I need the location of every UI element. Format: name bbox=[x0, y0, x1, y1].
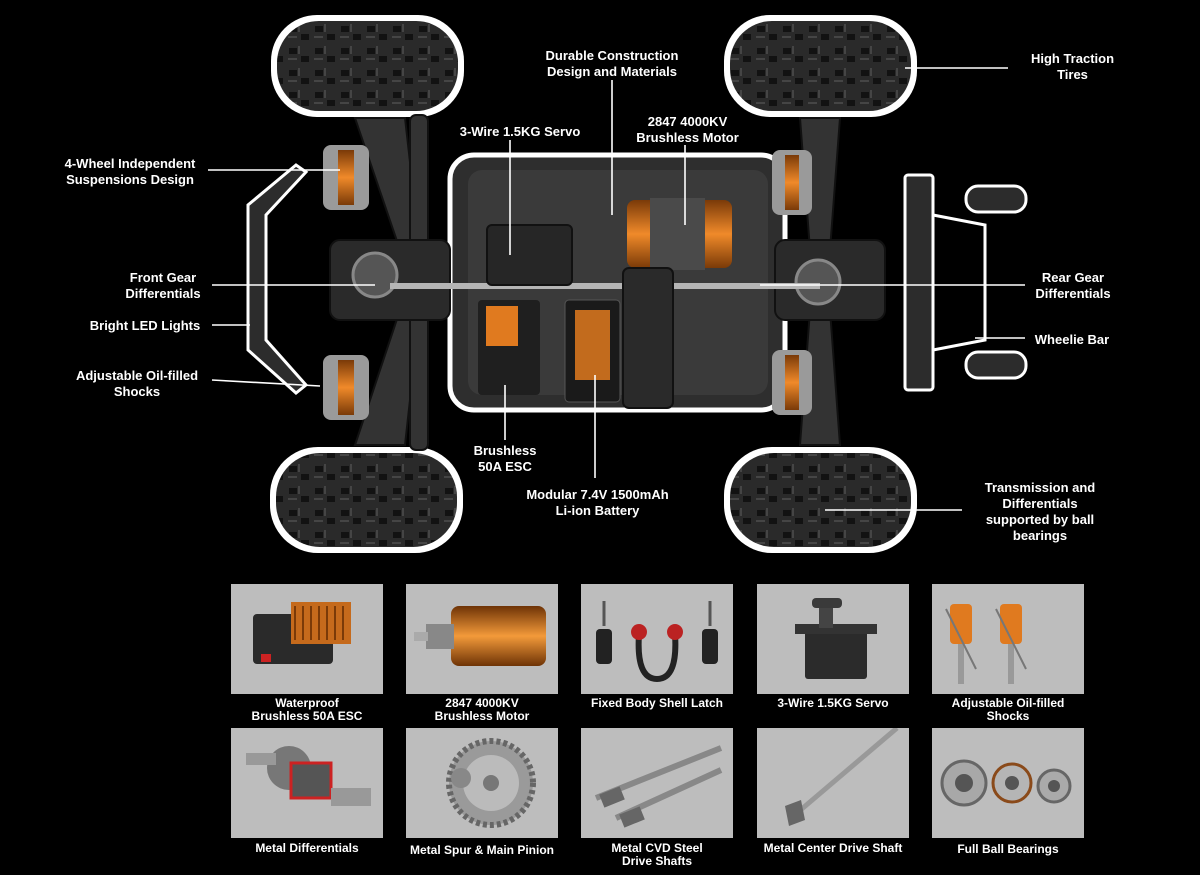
center-drive-shaft bbox=[390, 283, 820, 289]
battery bbox=[564, 299, 621, 403]
part-caption: Adjustable Oil-filled Shocks bbox=[951, 696, 1065, 723]
part-caption: Metal Center Drive Shaft bbox=[763, 841, 903, 855]
part-tile-center-shaft bbox=[757, 728, 909, 838]
gear-icon bbox=[446, 738, 536, 828]
part-caption: Metal CVD Steel Drive Shafts bbox=[611, 841, 703, 868]
callout-battery: Modular 7.4V 1500mAh Li-ion Battery bbox=[526, 487, 669, 518]
motor-icon bbox=[414, 606, 546, 666]
latch-icon bbox=[596, 601, 718, 683]
front-differential bbox=[351, 251, 399, 299]
wheelie-bar bbox=[903, 173, 1028, 392]
part-caption: Waterproof Brushless 50A ESC bbox=[251, 696, 363, 723]
part-tile-bearings bbox=[932, 728, 1084, 838]
part-caption: Metal Differentials bbox=[255, 841, 359, 855]
servo-icon bbox=[795, 598, 877, 679]
callout-rear-differentials: Rear Gear Differentials bbox=[1035, 270, 1111, 301]
differential-icon bbox=[246, 746, 371, 806]
callout-esc: Brushless 50A ESC bbox=[473, 443, 537, 474]
tire-rear-left bbox=[724, 15, 917, 117]
esc bbox=[478, 300, 540, 395]
callout-wheelie-bar: Wheelie Bar bbox=[1034, 332, 1110, 347]
part-tile-latch bbox=[581, 584, 733, 694]
part-tile-differentials bbox=[231, 728, 383, 838]
part-tile-shocks bbox=[932, 584, 1084, 694]
part-tile-spur-pinion bbox=[406, 728, 558, 838]
tire-front-right bbox=[270, 447, 463, 553]
callout-led-lights: Bright LED Lights bbox=[89, 318, 201, 333]
part-tile-servo bbox=[757, 584, 909, 694]
motor bbox=[627, 198, 732, 270]
callout-leaders bbox=[208, 67, 1025, 511]
rear-differential bbox=[794, 258, 842, 306]
shocks-icon bbox=[945, 604, 1027, 684]
part-caption: 2847 4000KV Brushless Motor bbox=[434, 696, 530, 723]
shock-rear-bottom bbox=[772, 350, 812, 415]
part-tile-esc bbox=[231, 584, 383, 694]
part-caption: 3-Wire 1.5KG Servo bbox=[777, 696, 889, 710]
esc-icon bbox=[253, 602, 351, 664]
callout-high-traction-tires: High Traction Tires bbox=[1030, 51, 1115, 82]
tire-front-left bbox=[271, 15, 464, 117]
callout-transmission: Transmission and Differentials supported… bbox=[984, 480, 1096, 543]
callout-suspension: 4-Wheel Independent Suspensions Design bbox=[64, 156, 196, 187]
part-caption: Metal Spur & Main Pinion bbox=[409, 843, 554, 857]
callout-motor: 2847 4000KV Brushless Motor bbox=[636, 114, 739, 145]
battery-latch bbox=[622, 267, 674, 409]
servo bbox=[486, 224, 573, 286]
shock-front-bottom bbox=[323, 355, 369, 420]
shock-front-top bbox=[323, 145, 369, 210]
chassis-diagram bbox=[208, 15, 1028, 553]
rear-suspension bbox=[774, 117, 886, 446]
callout-servo: 3-Wire 1.5KG Servo bbox=[459, 124, 581, 139]
callout-durable-construction: Durable Construction Design and Material… bbox=[545, 48, 679, 79]
part-tile-cvd-shafts bbox=[581, 728, 733, 838]
part-tile-motor bbox=[406, 584, 558, 694]
center-shaft-icon bbox=[785, 728, 899, 826]
part-caption: Fixed Body Shell Latch bbox=[590, 696, 724, 710]
callout-oil-shocks: Adjustable Oil-filled Shocks bbox=[75, 368, 199, 399]
part-caption: Full Ball Bearings bbox=[957, 842, 1059, 856]
callout-front-differentials: Front Gear Differentials bbox=[125, 270, 201, 301]
bearing-icon bbox=[940, 759, 1072, 807]
tire-rear-right bbox=[724, 447, 917, 553]
front-bumper bbox=[246, 163, 309, 395]
drive-shaft-icon bbox=[594, 745, 723, 828]
shock-rear-top bbox=[772, 150, 812, 215]
